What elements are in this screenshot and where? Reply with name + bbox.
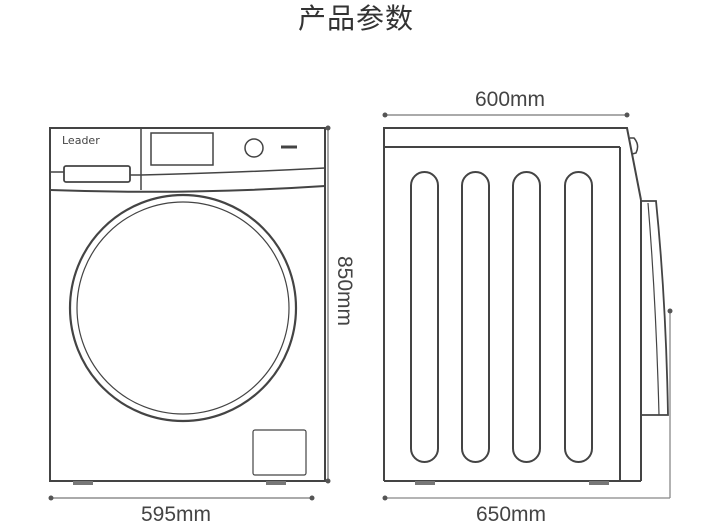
program-knob-shadow [245,152,263,158]
door-inner-ring [76,201,290,415]
side-width-label: 600mm [475,88,546,111]
side-rib-3 [512,171,541,463]
front-foot-left [73,481,93,485]
front-height-label: 850mm [333,256,356,327]
page-title: 产品参数 [297,2,414,35]
side-depth-dimension [382,308,673,501]
filter-cover [252,429,307,476]
detergent-drawer-handle [63,165,131,183]
side-door-profile [641,200,669,416]
side-rib-1 [410,171,439,463]
front-view [49,127,326,482]
side-width-dimension [382,112,630,118]
control-panel-bottom-edge [49,185,326,193]
display-screen [150,132,214,166]
side-rib-4 [564,171,593,463]
front-width-label: 595mm [141,503,212,526]
side-door-glass [647,202,660,416]
side-foot-left [415,481,435,485]
side-depth-label: 650mm [476,503,547,526]
front-foot-right [266,481,286,485]
front-body-outline [49,127,326,482]
front-height-dimension [325,125,331,484]
side-knob [630,137,639,155]
drawer-line [50,167,326,176]
side-view [383,127,669,482]
side-rib-2 [461,171,490,463]
door-outer-ring [68,193,298,423]
side-foot-right [589,481,609,485]
brand-logo: Leader [62,134,100,147]
front-width-dimension [48,495,315,501]
side-top-panel [383,127,642,481]
